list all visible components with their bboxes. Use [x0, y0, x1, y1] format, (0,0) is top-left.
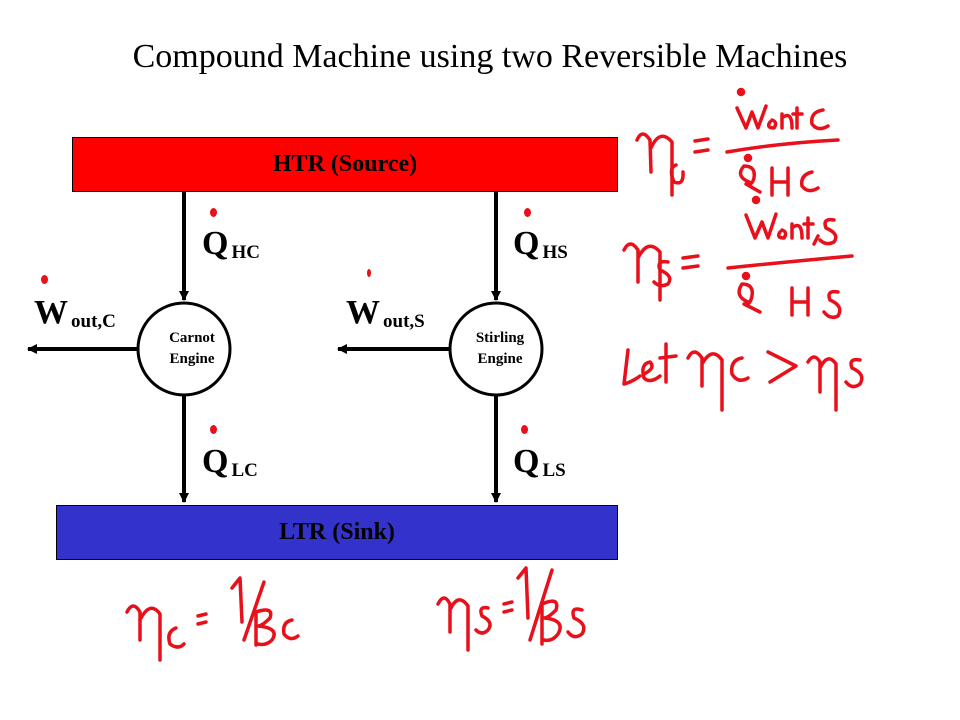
carnot-line2: Engine: [169, 351, 215, 367]
eta-comparison-note: [622, 342, 864, 412]
htr-label: HTR (Source): [272, 151, 418, 177]
q-ls-sub: LS: [542, 460, 566, 481]
htr-source-box: HTR (Source): [72, 137, 618, 192]
eta-c-definition: [635, 87, 840, 197]
q-hs-main: Q: [513, 225, 540, 262]
stirling-line2: Engine: [477, 351, 523, 367]
ltr-label: LTR (Sink): [279, 519, 395, 545]
q-hs-rate-dot: [524, 208, 531, 217]
w-out-c-sub: out,C: [71, 311, 116, 332]
q-ls-main: Q: [513, 443, 540, 480]
w-out-c-rate-dot: [41, 275, 48, 284]
w-out-s-main: W: [346, 294, 380, 331]
carnot-engine-label: Carnot Engine: [147, 328, 237, 370]
eta-s-cop-relation: [436, 566, 586, 652]
q-ls-rate-dot: [521, 425, 528, 434]
eta-c-cop-relation: [125, 576, 300, 662]
q-hc-rate-dot: [210, 208, 217, 217]
eta-s-definition: [622, 195, 854, 320]
w-out-s-sub: out,S: [383, 311, 425, 332]
q-hs-sub: HS: [542, 242, 568, 263]
q-lc-main: Q: [202, 443, 229, 480]
carnot-line1: Carnot: [169, 330, 215, 346]
ltr-sink-box: LTR (Sink): [56, 505, 618, 560]
slide-title: Compound Machine using two Reversible Ma…: [132, 38, 848, 75]
w-out-s-rate-dot: [367, 269, 371, 277]
q-lc-sub: LC: [231, 460, 258, 481]
stirling-line1: Stirling: [475, 330, 525, 346]
q-hc-sub: HC: [231, 242, 260, 263]
q-lc-rate-dot: [210, 425, 217, 434]
stirling-engine-label: Stirling Engine: [455, 328, 545, 370]
q-hc-main: Q: [202, 225, 229, 262]
w-out-c-main: W: [34, 294, 68, 331]
